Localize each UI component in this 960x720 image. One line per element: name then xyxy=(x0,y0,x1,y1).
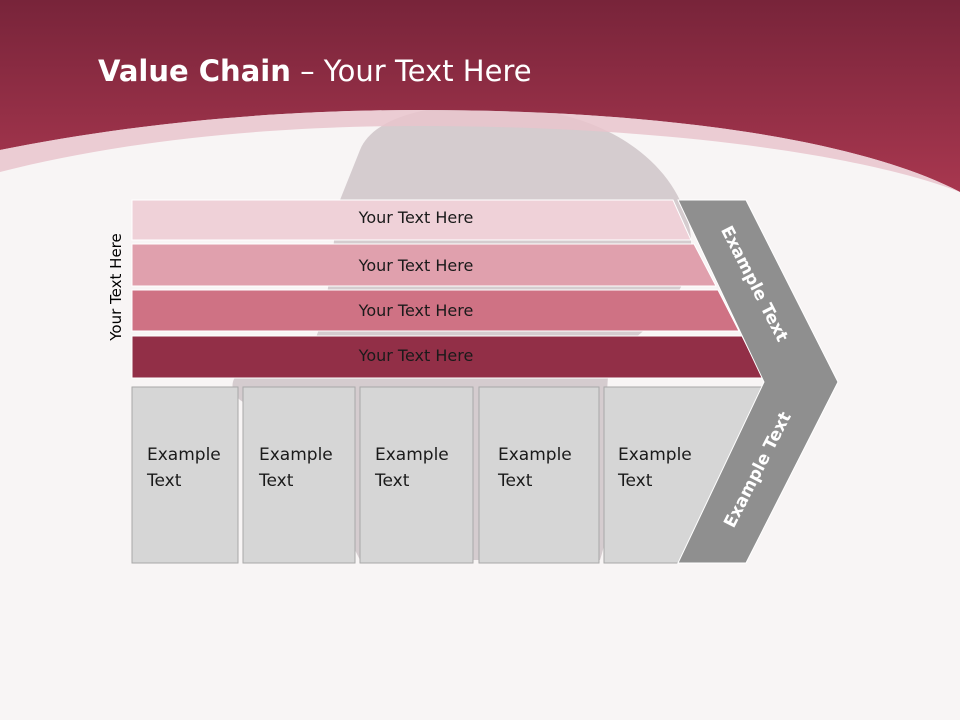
cell-line: Example xyxy=(618,445,692,465)
margin-chevron[interactable] xyxy=(677,199,839,564)
cell-line: Example xyxy=(259,445,333,465)
diagram-reflection xyxy=(0,412,960,566)
primary-cell-3[interactable] xyxy=(359,386,474,564)
primary-cell-4[interactable] xyxy=(478,386,600,564)
support-row-4-label: Your Text Here xyxy=(358,346,474,365)
header-swoosh xyxy=(0,110,960,192)
cell-line: Example xyxy=(498,445,572,465)
cell-line: Example xyxy=(147,445,221,465)
primary-cells xyxy=(131,386,763,564)
support-row-3-label: Your Text Here xyxy=(358,301,474,320)
cell-line: Example xyxy=(375,445,449,465)
primary-cell-2[interactable] xyxy=(242,386,356,564)
slide-title-rest: – Your Text Here xyxy=(290,54,532,88)
primary-cell-1[interactable] xyxy=(131,386,239,564)
support-row-2[interactable] xyxy=(131,243,717,287)
support-row-3[interactable] xyxy=(131,289,740,332)
support-row-1[interactable] xyxy=(131,199,692,241)
support-row-1-label: Your Text Here xyxy=(358,208,474,227)
cell-line: Text xyxy=(498,471,533,491)
cell-line: Text xyxy=(147,471,182,491)
slide-title: Value Chain – Your Text Here xyxy=(98,54,532,88)
support-row-2-label: Your Text Here xyxy=(358,256,474,275)
side-label: Your Text Here xyxy=(107,233,125,341)
cell-line: Text xyxy=(259,471,294,491)
header-band xyxy=(0,0,960,192)
cell-line: Text xyxy=(375,471,410,491)
reflection-shapes xyxy=(0,412,960,566)
cell-line: Text xyxy=(618,471,653,491)
slide-title-bold: Value Chain xyxy=(98,54,291,88)
